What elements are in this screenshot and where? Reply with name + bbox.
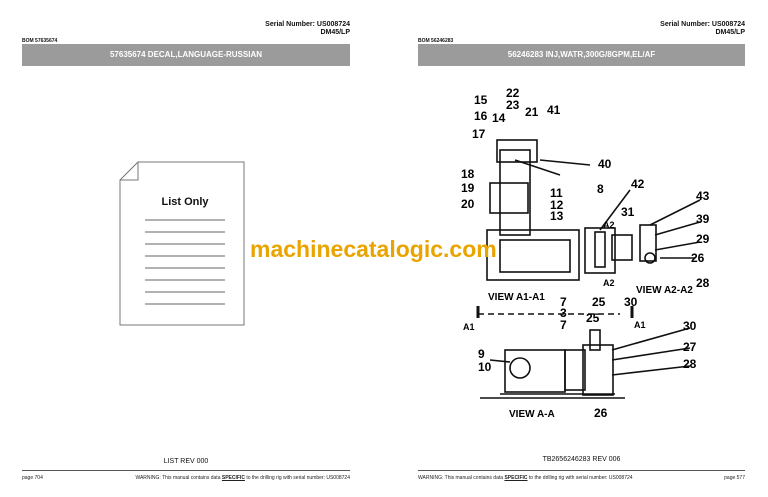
- callout-label: 39: [696, 212, 710, 226]
- callout-label: 30: [624, 295, 638, 309]
- view-label: VIEW A2-A2: [636, 285, 693, 296]
- callout-label: 14: [492, 111, 506, 125]
- footer-divider: [418, 470, 745, 471]
- callout-label: 17: [472, 127, 486, 141]
- page-title-bar: 57635674 DECAL,LANGUAGE-RUSSIAN: [22, 44, 350, 66]
- callout-label: 19: [461, 181, 475, 195]
- document-icon: [119, 161, 245, 326]
- warning-emphasis: SPECIFIC: [221, 475, 245, 481]
- callout-label: 26: [691, 251, 705, 265]
- warning-text: WARNING: This manual contains data SPECI…: [418, 475, 633, 481]
- callout-label: 43: [696, 189, 710, 203]
- callout-label: 12: [550, 198, 564, 212]
- serial-number-text: Serial Number: US008724: [660, 21, 745, 28]
- footer-divider: [22, 470, 350, 471]
- warning-pre: WARNING: This manual contains data: [135, 475, 222, 481]
- page-title-bar: 56246283 INJ,WATR,300G/8GPM,EL/AF: [418, 44, 745, 66]
- callout-label: 26: [594, 406, 608, 420]
- callout-label: 13: [550, 209, 564, 223]
- callout-label: 31: [621, 205, 635, 219]
- callout-label: 28: [696, 276, 710, 290]
- list-only-label: List Only: [161, 196, 209, 208]
- warning-emphasis: SPECIFIC: [504, 475, 528, 481]
- view-label: VIEW A1-A1: [488, 292, 545, 303]
- callout-label: A2: [603, 220, 615, 230]
- callout-label: 42: [631, 177, 645, 191]
- serial-number: Serial Number: US008724 DM45/LP: [200, 21, 350, 37]
- serial-number-text: Serial Number: US008724: [265, 21, 350, 28]
- model-text: DM45/LP: [320, 29, 350, 36]
- page-number: page 704: [22, 475, 43, 481]
- callout-label: A1: [634, 320, 646, 330]
- callout-label: 22: [506, 86, 520, 100]
- callout-label: 7: [560, 318, 567, 332]
- callout-label: 11: [550, 186, 563, 200]
- callout-label: 10: [478, 360, 492, 374]
- warning-post: to the drilling rig with serial number: …: [244, 475, 350, 481]
- callout-label: 9: [478, 347, 485, 361]
- bom-label: BOM 56246283: [418, 38, 454, 44]
- callout-label: 29: [696, 232, 710, 246]
- warning-text: WARNING: This manual contains data SPECI…: [130, 475, 350, 481]
- callout-label: 40: [598, 157, 612, 171]
- callout-label: 28: [683, 357, 697, 371]
- callout-label: 16: [474, 109, 488, 123]
- view-label: VIEW A-A: [509, 409, 555, 420]
- callout-label: 8: [597, 182, 604, 196]
- callout-label: 18: [461, 167, 475, 181]
- model-text: DM45/LP: [715, 29, 745, 36]
- callout-label: 25: [586, 311, 600, 325]
- callout-label: 3: [560, 306, 567, 320]
- callout-label: 15: [474, 93, 488, 107]
- serial-number: Serial Number: US008724 DM45/LP: [595, 21, 745, 37]
- warning-pre: WARNING: This manual contains data: [418, 475, 505, 481]
- revision-label: LIST REV 000: [163, 458, 209, 465]
- page-number: page 577: [724, 475, 745, 481]
- revision-label: TB2656246283 REV 006: [542, 456, 621, 463]
- callout-label: 41: [547, 103, 561, 117]
- callout-label: 20: [461, 197, 475, 211]
- callout-label: A1: [463, 322, 475, 332]
- callout-label: 7: [560, 295, 567, 309]
- callout-label: 25: [592, 295, 606, 309]
- bom-label: BOM 57635674: [22, 38, 58, 44]
- callout-label: 30: [683, 319, 697, 333]
- callout-label: 21: [525, 105, 539, 119]
- callout-label: 27: [683, 340, 697, 354]
- callout-label: A2: [603, 278, 615, 288]
- watermark: machinecatalogic.com: [250, 236, 497, 262]
- warning-post: to the drilling rig with serial number: …: [527, 475, 633, 481]
- callout-label: 23: [506, 98, 520, 112]
